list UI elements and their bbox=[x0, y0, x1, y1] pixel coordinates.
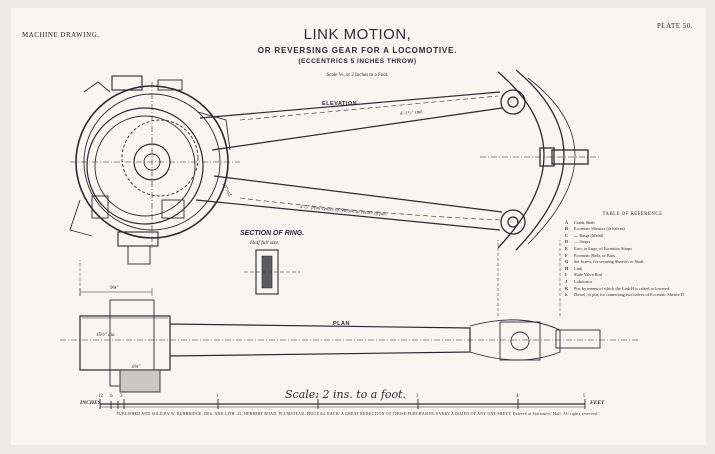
foot-tick-4: 4 bbox=[516, 394, 519, 399]
eccentric-rods bbox=[195, 91, 503, 231]
section-of-ring bbox=[244, 249, 300, 295]
foot-tick-2: 2 bbox=[316, 394, 319, 399]
page-title: LINK MOTION, bbox=[303, 26, 412, 43]
reference-row: K Pin, by means of which the Link H is ra… bbox=[565, 286, 700, 293]
reference-row: B Eccentric Sheaves (in halves) bbox=[565, 226, 700, 233]
reference-row: H Link bbox=[565, 266, 700, 273]
ref-text: Pin, by means of which the Link H is rai… bbox=[574, 285, 669, 291]
reference-table: TABLE OF REFERENCE A Crank Shaft B Eccentr… bbox=[565, 212, 700, 299]
ref-text: Slide Valve Rod bbox=[574, 272, 602, 278]
plan-label: PLAN bbox=[333, 321, 350, 327]
plate-number: PLATE 50. bbox=[657, 22, 693, 30]
scale-bar bbox=[99, 399, 586, 409]
ref-key: H bbox=[565, 265, 569, 271]
ref-text: Crank Shaft bbox=[574, 219, 595, 225]
ref-key: B bbox=[565, 226, 568, 232]
ref-key: G bbox=[565, 259, 569, 265]
subtitle: OR REVERSING GEAR FOR A LOCOMOTIVE. bbox=[257, 46, 458, 55]
ref-key: E bbox=[565, 245, 568, 251]
ref-key: F bbox=[565, 252, 568, 258]
ref-key: J bbox=[565, 278, 568, 284]
subtitle-eccentrics: (ECCENTRICS 5 INCHES THROW) bbox=[298, 58, 417, 65]
reference-row: D — Straps bbox=[565, 239, 700, 246]
ref-text: Lubricator bbox=[574, 278, 593, 284]
feet-label: FEET bbox=[590, 400, 605, 406]
elevation-label: ELEVATION bbox=[322, 101, 358, 107]
section-subtitle: Half full size. bbox=[250, 240, 280, 246]
foot-tick-5: 5 bbox=[583, 394, 586, 399]
ref-text: Eccentric Rods, or Bars bbox=[574, 252, 615, 258]
plan-view bbox=[60, 240, 640, 393]
foot-tick-1: 1 bbox=[216, 394, 219, 399]
scale-caption: Scale: 2 ins. to a foot. bbox=[285, 388, 407, 401]
reference-row: A Crank Shaft bbox=[565, 220, 700, 227]
scale-note: Scale ⅙, or 2 Inches to a Foot. bbox=[326, 73, 389, 78]
inch-tick-12: 12 bbox=[98, 394, 104, 399]
publisher-footer: PUBLISHED AND SOLD BY W. BURBRIDGE, DES.… bbox=[116, 412, 599, 416]
reference-row: F Eccentric Rods, or Bars bbox=[565, 253, 700, 260]
ref-text: Dowel, or pin, for connecting two halves… bbox=[574, 292, 685, 298]
ref-text: Set Screw, for securing Sheaves to Shaft bbox=[574, 259, 644, 265]
ref-key: K bbox=[565, 285, 569, 291]
inch-tick-3: 3 bbox=[120, 394, 123, 399]
ref-text: — Straps bbox=[574, 239, 591, 245]
section-title: SECTION OF RING. bbox=[240, 230, 305, 237]
width-dimension: 9⅝" bbox=[110, 286, 119, 291]
link-h bbox=[480, 69, 600, 251]
eccentric-sheave-assembly bbox=[69, 75, 240, 265]
inches-label: INCHES bbox=[80, 400, 101, 406]
ref-key: C bbox=[565, 232, 569, 238]
ref-text: Ears, or Lugs, of Eccentric Straps bbox=[574, 245, 632, 251]
reference-row: G Set Screw, for securing Sheaves to Shaf… bbox=[565, 259, 700, 266]
ref-key: L bbox=[565, 292, 568, 298]
foot-tick-3: 3 bbox=[416, 394, 419, 399]
inch-tick-6: 6 bbox=[110, 394, 113, 399]
ref-text: Link bbox=[574, 265, 583, 271]
reference-row: I Slide Valve Rod bbox=[565, 272, 700, 279]
radius-note: 10"rad. bbox=[220, 183, 232, 199]
scale-tick-labels: 12 6 3 1 2 3 4 5 bbox=[98, 394, 586, 399]
dimension-lines bbox=[79, 288, 168, 319]
plan-bottom-dimension: 6⅝" bbox=[132, 365, 141, 370]
ref-key: D bbox=[565, 239, 569, 245]
reference-row: C — Rings (Metal) bbox=[565, 233, 700, 240]
reference-row: J Lubricator bbox=[565, 279, 700, 286]
header-left: MACHINE DRAWING. bbox=[22, 31, 100, 39]
upper-rod-note: 4'-1½" rad. bbox=[400, 110, 423, 117]
ref-text: Eccentric Sheaves (in halves) bbox=[574, 226, 625, 232]
reference-title: TABLE OF REFERENCE bbox=[602, 212, 663, 217]
plan-diameter: 15½" dia. bbox=[96, 333, 116, 338]
ref-key: I bbox=[565, 272, 567, 278]
ref-key: A bbox=[565, 219, 569, 225]
ref-text: — Rings (Metal) bbox=[574, 232, 604, 238]
reference-row: L Dowel, or pin, for connecting two halve… bbox=[565, 292, 700, 299]
reference-row: E Ears, or Lugs, of Eccentric Straps bbox=[565, 246, 700, 253]
